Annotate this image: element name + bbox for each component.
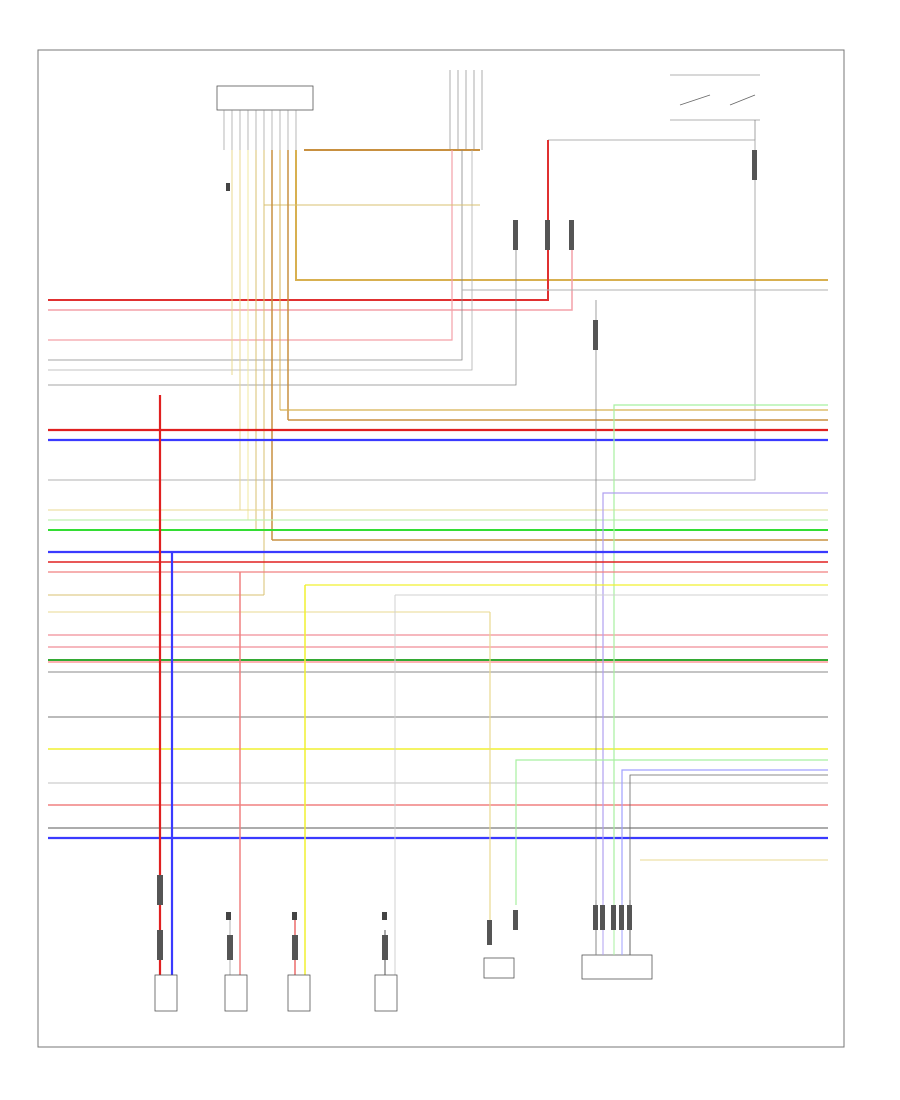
right-feeds (48, 300, 828, 930)
top-right-switch (670, 74, 760, 140)
top-connector-block (216, 85, 314, 150)
connector-markers (157, 150, 757, 960)
middle-top-connector (449, 70, 483, 150)
component-box-4 (374, 974, 398, 1012)
top-wire-runs (48, 139, 828, 481)
component-box-6 (581, 954, 653, 980)
bus-wires (48, 409, 828, 861)
component-box-1 (154, 974, 178, 1012)
diagram-border (37, 49, 845, 1048)
component-box-3 (287, 974, 311, 1012)
top-vertical-drops (231, 150, 289, 595)
bottom-components (154, 900, 653, 1012)
component-box-5 (483, 957, 515, 979)
bottom-drops (158, 395, 396, 975)
component-box-2 (224, 974, 248, 1012)
